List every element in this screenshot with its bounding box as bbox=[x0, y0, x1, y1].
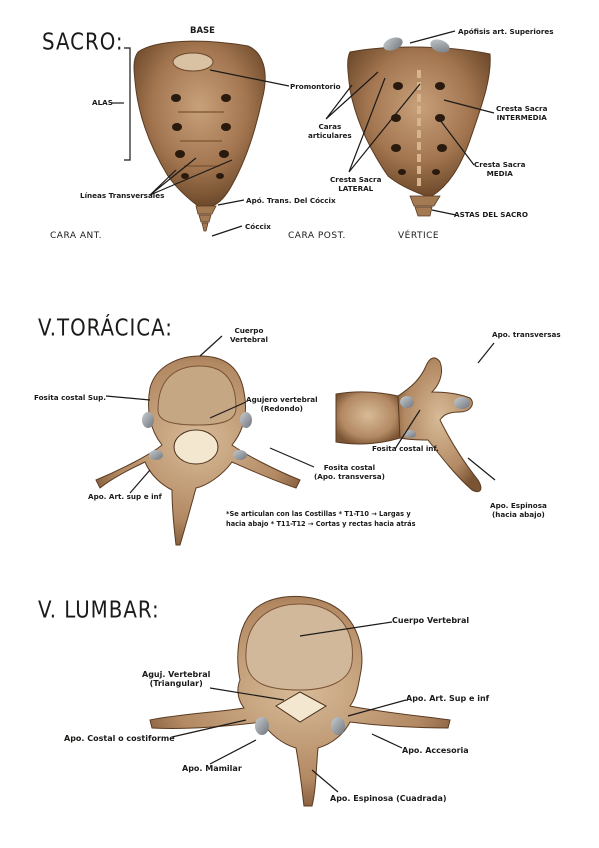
label-apo-espinosa-l: Apo. Espinosa (Cuadrada) bbox=[330, 794, 447, 803]
label-vertice: VÉRTICE bbox=[398, 231, 440, 241]
label-apofisis-art: Apófisis art. Superiores bbox=[458, 27, 554, 36]
label-apo-trans-coccix: Apó. Trans. Del Cóccix bbox=[246, 196, 336, 205]
label-apo-espinosa-t: Apo. Espinosa(hacia abajo) bbox=[490, 501, 547, 519]
lumbar-image bbox=[149, 595, 451, 807]
label-coccix: Cóccix bbox=[245, 222, 271, 231]
sacrum-posterior-image bbox=[347, 37, 491, 217]
label-apo-art-l: Apo. Art. Sup e inf bbox=[406, 694, 490, 703]
label-cara-ant: CARA ANT. bbox=[50, 231, 103, 241]
lumbar-title: V. LUMBAR: bbox=[38, 597, 160, 624]
label-apo-mamilar: Apo. Mamilar bbox=[182, 764, 242, 773]
label-lineas: Líneas Transversales bbox=[80, 191, 165, 200]
label-apo-art-t: Apo. Art. sup e inf bbox=[88, 492, 162, 501]
label-fosita-costal: Fosita costal(Apo. transversa) bbox=[314, 463, 385, 481]
label-alas: ALAS bbox=[92, 98, 113, 107]
note-costillas: *Se articulan con las Costillas * T1-T10… bbox=[226, 510, 416, 528]
label-agujero-vertebral: Agujero vertebral(Redondo) bbox=[246, 395, 318, 413]
label-fosita-inf: Fosita costal inf. bbox=[372, 444, 439, 453]
thoracic-lateral-image bbox=[335, 357, 482, 493]
label-apo-transversas: Apo. transversas bbox=[492, 330, 561, 339]
label-aguj-vertebral-l: Aguj. Vertebral(Triangular) bbox=[142, 670, 211, 688]
thoracic-superior-image bbox=[95, 355, 301, 546]
label-apo-accesoria: Apo. Accesoria bbox=[402, 746, 469, 755]
label-astas: ASTAS DEL SACRO bbox=[454, 210, 528, 219]
sacro-title: SACRO: bbox=[42, 29, 124, 56]
sacrum-anterior-image bbox=[133, 40, 266, 232]
label-base: BASE bbox=[190, 26, 215, 36]
label-cuerpo-vertebral-l: Cuerpo Vertebral bbox=[392, 616, 470, 625]
toracica-title: V.TORÁCICA: bbox=[38, 315, 173, 342]
label-cara-post: CARA POST. bbox=[288, 231, 346, 241]
label-apo-costal: Apo. Costal o costiforme bbox=[64, 734, 175, 743]
label-promontorio: Promontorio bbox=[290, 82, 341, 91]
label-fosita-sup: Fosita costal Sup. bbox=[34, 393, 106, 402]
